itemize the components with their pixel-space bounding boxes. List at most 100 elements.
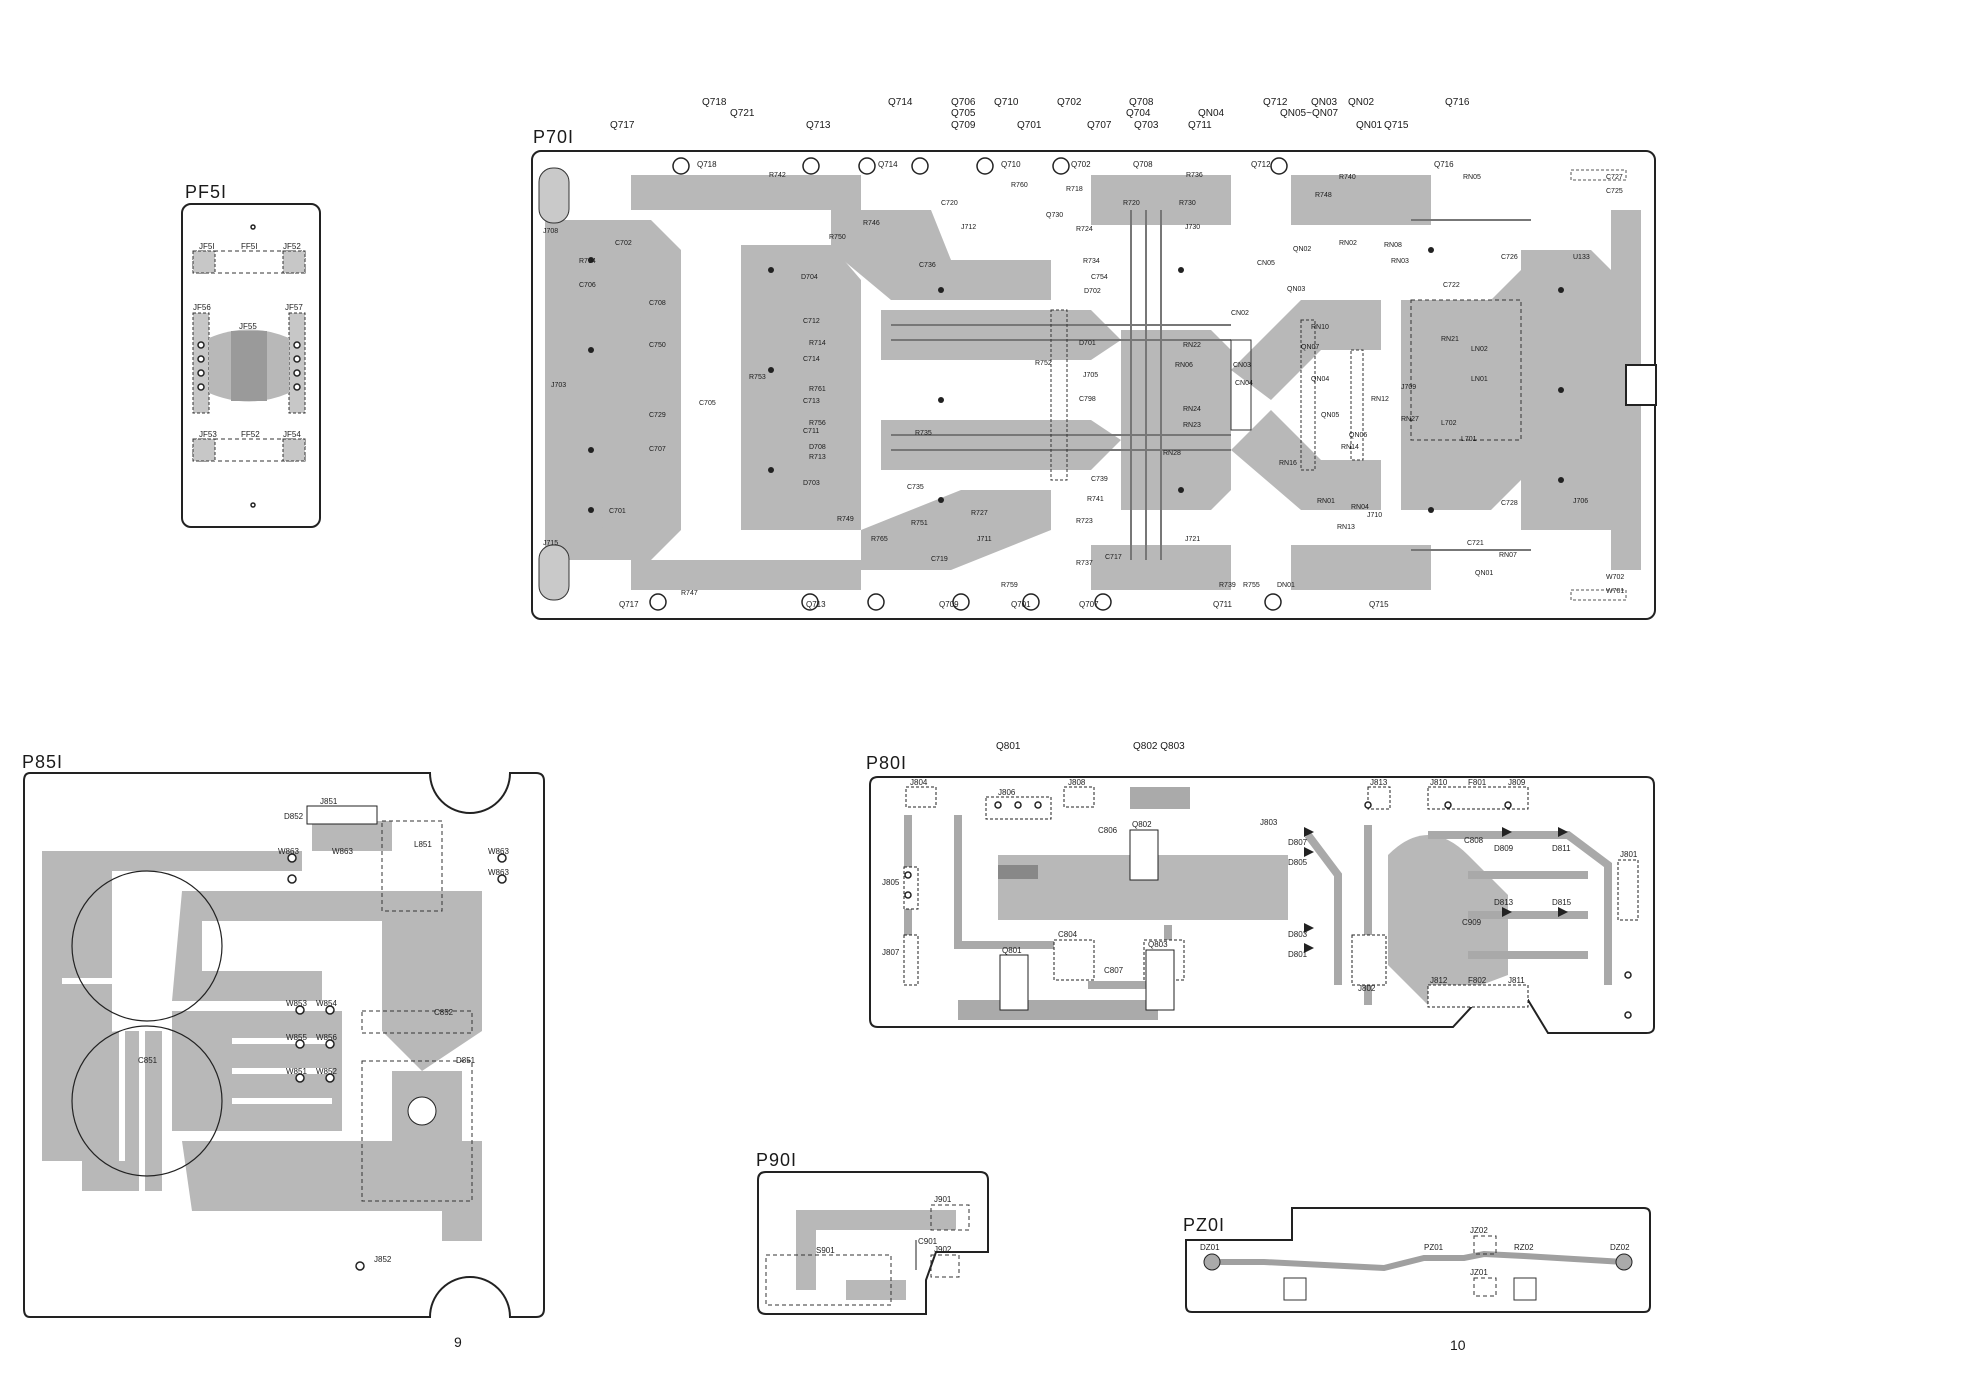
part-label: RN28: [1163, 450, 1181, 457]
part-label: RN23: [1183, 422, 1201, 429]
part-label: W855: [286, 1033, 307, 1042]
part-label: Q716: [1434, 160, 1454, 169]
part-label: R746: [863, 220, 880, 227]
top-ref: Q704: [1126, 108, 1151, 119]
part-label: Q730: [1046, 212, 1064, 219]
part-label: S901: [816, 1246, 835, 1255]
top-ref: Q702: [1057, 97, 1082, 108]
part-label: J812: [1430, 976, 1448, 985]
part-label: J808: [1068, 778, 1086, 787]
part-label: Q802: [1132, 820, 1152, 829]
part-label: L851: [414, 840, 432, 849]
part-label: J730: [1185, 224, 1201, 231]
part-label: R737: [1076, 560, 1093, 567]
part-label: R742: [769, 172, 786, 179]
part-label: Q701: [1011, 600, 1031, 609]
part-label: J709: [1401, 384, 1417, 391]
top-ref: Q707: [1087, 120, 1112, 131]
part-label: C909: [1462, 918, 1482, 927]
part-label: C707: [649, 446, 666, 453]
part-label: RN24: [1183, 406, 1201, 413]
part-label: CN03: [1233, 362, 1251, 369]
part-label: RN16: [1279, 460, 1297, 467]
part-label: R736: [1186, 172, 1203, 179]
part-label: R747: [681, 590, 698, 597]
board-p851: J851 D852 L851 W863 W863 W863 W863 W853 …: [23, 772, 545, 1318]
part-label: D708: [809, 444, 826, 451]
board-label-p901: P90I: [756, 1150, 798, 1170]
board-label-pz01: PZ0I: [1183, 1215, 1226, 1235]
part-label: J851: [320, 797, 338, 806]
part-label: RN27: [1401, 416, 1419, 423]
part-label: Q717: [619, 600, 639, 609]
top-ref: Q711: [1188, 120, 1212, 131]
part-label: C708: [649, 300, 666, 307]
part-label: D702: [1084, 288, 1101, 295]
part-label: RN07: [1499, 552, 1517, 559]
top-ref: QN04: [1198, 108, 1225, 119]
part-label: R735: [915, 430, 932, 437]
part-label: Q712: [1251, 160, 1271, 169]
part-label: DN01: [1277, 582, 1295, 589]
part-label: C713: [803, 398, 820, 405]
part-label: R765: [871, 536, 888, 543]
part-label: W702: [1606, 574, 1625, 581]
board-p801: J804 J806 J808 J813 J810 F801 J809 Q802 …: [869, 776, 1655, 1034]
part-label: FF5I: [241, 242, 257, 251]
part-label: W853: [286, 999, 307, 1008]
part-label: Q702: [1071, 160, 1091, 169]
part-label: W854: [316, 999, 337, 1008]
top-ref: Q717: [610, 120, 635, 131]
part-label: U133: [1573, 254, 1590, 261]
part-label: D701: [1079, 340, 1096, 347]
part-label: C739: [1091, 476, 1108, 483]
part-label: D704: [801, 274, 818, 281]
part-label: C719: [931, 556, 948, 563]
top-ref: Q802 Q803: [1133, 741, 1185, 752]
part-label: D807: [1288, 838, 1308, 847]
part-label: J807: [882, 948, 900, 957]
part-label: J806: [998, 788, 1016, 797]
part-label: Q713: [806, 600, 826, 609]
part-label: C705: [699, 400, 716, 407]
p701-copper-layout: [538, 157, 1657, 611]
part-label: D813: [1494, 898, 1514, 907]
part-label: Q711: [1213, 600, 1232, 609]
part-label: F801: [1468, 778, 1487, 787]
part-label: D805: [1288, 858, 1308, 867]
part-label: J706: [1573, 498, 1589, 505]
part-label: R704: [579, 258, 596, 265]
part-label: J852: [374, 1255, 392, 1264]
part-label: C721: [1467, 540, 1484, 547]
part-label: JZ01: [1470, 1268, 1488, 1277]
top-ref: QN05~QN07: [1280, 108, 1339, 119]
part-label: W863: [488, 847, 509, 856]
part-label: D803: [1288, 930, 1308, 939]
part-label: C852: [434, 1008, 454, 1017]
part-label: RN14: [1341, 444, 1359, 451]
part-label: C727: [1606, 174, 1623, 181]
board-label-pf51: PF5I: [185, 182, 228, 202]
part-label: C720: [941, 200, 958, 207]
part-label: J809: [1508, 778, 1526, 787]
part-label: RN22: [1183, 342, 1201, 349]
part-label: J803: [1260, 818, 1278, 827]
top-ref: Q703: [1134, 120, 1159, 131]
part-label: J705: [1083, 372, 1099, 379]
part-label: Q714: [878, 160, 898, 169]
part-label: Q709: [939, 600, 959, 609]
part-label: C807: [1104, 966, 1124, 975]
part-label: QN05: [1321, 412, 1340, 419]
part-label: C725: [1606, 188, 1623, 195]
top-ref: Q721: [730, 108, 755, 119]
part-label: W856: [316, 1033, 337, 1042]
board-label-p701: P70I: [533, 127, 575, 147]
top-ref: Q701: [1017, 120, 1042, 131]
part-label: R739: [1219, 582, 1236, 589]
part-label: RN05: [1463, 174, 1481, 181]
part-label: DZ01: [1200, 1243, 1220, 1252]
part-label: FF52: [241, 430, 260, 439]
top-ref: Q714: [888, 97, 913, 108]
part-label: D852: [284, 812, 304, 821]
part-label: Q801: [1002, 946, 1022, 955]
